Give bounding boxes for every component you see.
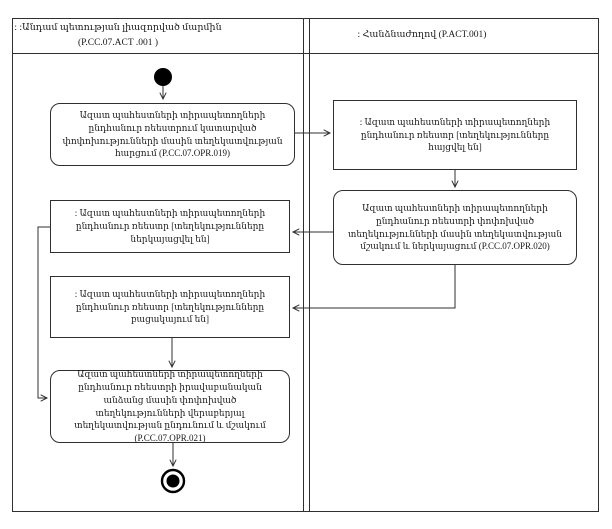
lane-header-commission-name: : Հանձնաժողով (P.ACT.001) <box>357 30 487 41</box>
diagram-frame <box>12 18 599 512</box>
object-node-registry-requested: : Ազատ պահեստների տիրապետողների ընդհանու… <box>333 100 577 170</box>
lane-header-authorized-body-code: (P.CC.07.ACT .001 ) <box>77 37 159 48</box>
action-node-opr019: Ազատ պահեստների տիրապետողների ընդհանուր … <box>50 103 295 166</box>
lane-header-commission: : Հանձնաժողով (P.ACT.001) <box>309 18 535 53</box>
action-node-opr021: Ազատ պահեստների տիրապետողների ընդհանուր … <box>50 369 290 443</box>
lane-divider <box>309 18 310 512</box>
lane-divider <box>303 18 304 512</box>
object-node-registry-presented: : Ազատ պահեստների տիրապետողների ընդհանու… <box>50 200 290 253</box>
header-separator <box>12 53 599 54</box>
lane-header-authorized-body-name: : :Անդամ պետության լիազորված մարմին <box>14 23 222 34</box>
object-node-registry-absent: : Ազատ պահեստների տիրապետողների ընդհանու… <box>50 276 290 338</box>
lane-header-authorized-body: : :Անդամ պետության լիազորված մարմին (P.C… <box>12 18 224 53</box>
action-node-opr020: Ազատ պահեստների տիրապետողների ընդհանուր … <box>333 190 577 265</box>
